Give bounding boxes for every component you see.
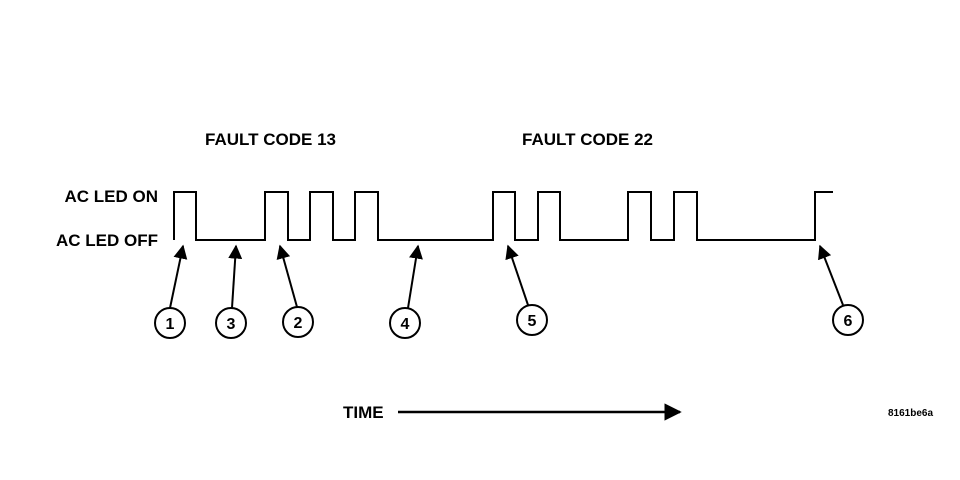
ac-led-on-label: AC LED ON	[64, 187, 159, 206]
led-signal-waveform	[173, 191, 833, 241]
callout-3: 3	[215, 244, 247, 339]
callout-4-number: 4	[401, 316, 410, 333]
fault-code-13-label: FAULT CODE 13	[205, 130, 336, 149]
callout-6: 6	[818, 244, 864, 336]
callout-2-number: 2	[294, 315, 303, 332]
callout-4: 4	[389, 244, 423, 339]
time-label: TIME	[343, 403, 384, 422]
fault-code-22-label: FAULT CODE 22	[522, 130, 653, 149]
callout-1-number: 1	[166, 316, 175, 333]
callout-3-number: 3	[227, 316, 236, 333]
callout-6-number: 6	[844, 313, 853, 330]
reference-code: 8161be6a	[888, 408, 934, 419]
callout-5-number: 5	[528, 313, 537, 330]
ac-led-off-label: AC LED OFF	[56, 231, 158, 250]
callout-1: 1	[154, 244, 188, 339]
callout-2: 2	[276, 244, 314, 338]
callout-5: 5	[505, 244, 548, 336]
